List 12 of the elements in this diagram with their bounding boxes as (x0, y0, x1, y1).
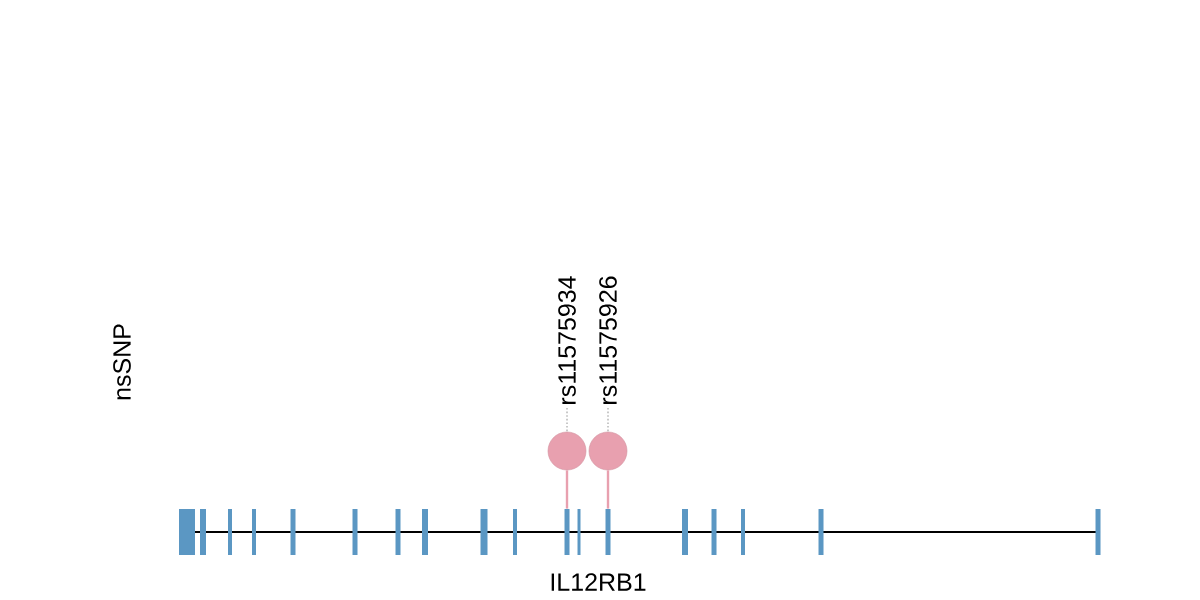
snp-label: rs11575934 (558, 276, 576, 404)
lollipop-stem (565, 470, 569, 509)
snp-label: rs11575926 (599, 276, 617, 404)
exon-bar (605, 509, 611, 555)
track-label: nsSNP (113, 324, 131, 400)
leader-line (566, 407, 568, 433)
snp-marker (588, 431, 628, 471)
leader-line (607, 407, 609, 433)
snp-marker (547, 431, 587, 471)
exon-bar (564, 509, 570, 555)
gene-name: IL12RB1 (551, 573, 646, 591)
lollipop-stem (606, 470, 610, 509)
